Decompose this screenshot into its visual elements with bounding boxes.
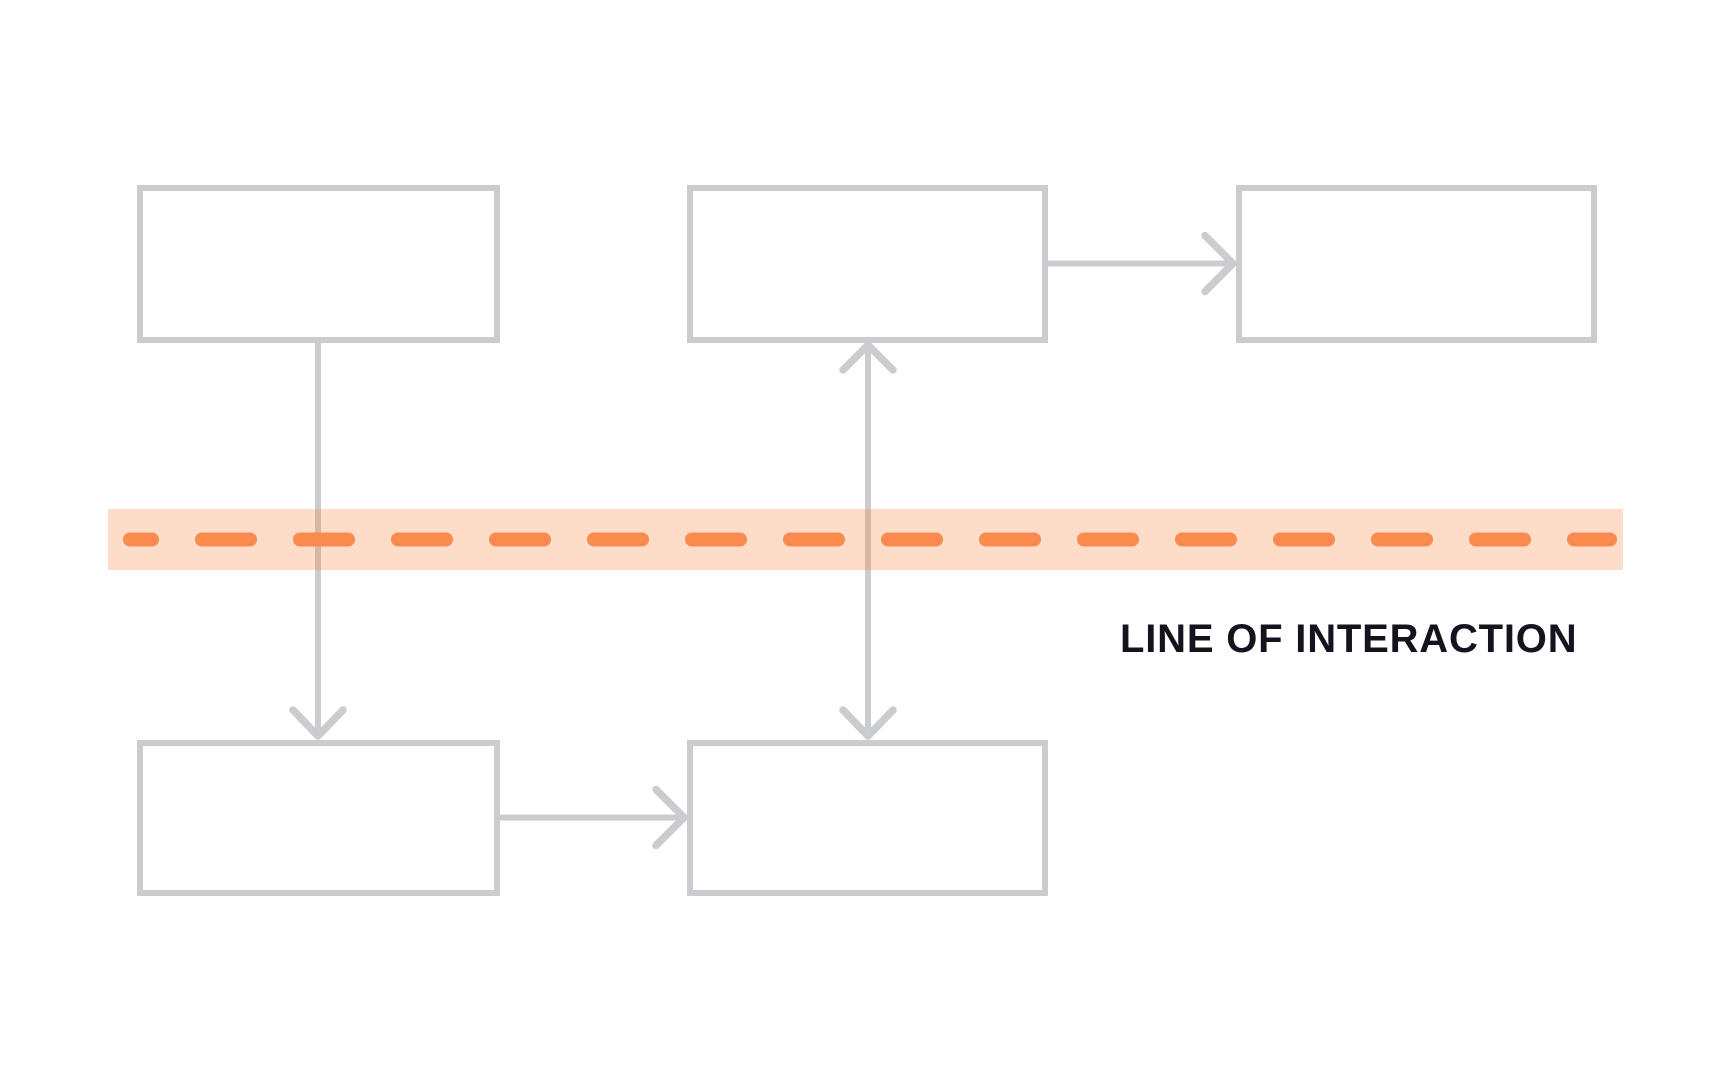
box-bottom-middle	[687, 740, 1048, 896]
line-of-interaction-label: LINE OF INTERACTION	[1120, 617, 1578, 661]
connector-double-middle	[839, 341, 897, 740]
box-top-left	[137, 185, 500, 343]
dashed-line	[123, 532, 1617, 547]
box-top-middle	[687, 185, 1048, 343]
arrowhead-up-icon	[839, 341, 897, 374]
connector-right-top	[1048, 231, 1237, 296]
connector-right-bottom	[500, 785, 688, 850]
arrowhead-down-icon	[839, 706, 897, 740]
arrowhead-right-icon	[1201, 231, 1237, 296]
box-bottom-left	[137, 740, 500, 896]
arrowhead-right-icon	[652, 785, 688, 850]
line-of-interaction-band	[108, 509, 1623, 570]
box-top-right	[1236, 185, 1597, 343]
arrowhead-down-icon	[289, 706, 347, 740]
